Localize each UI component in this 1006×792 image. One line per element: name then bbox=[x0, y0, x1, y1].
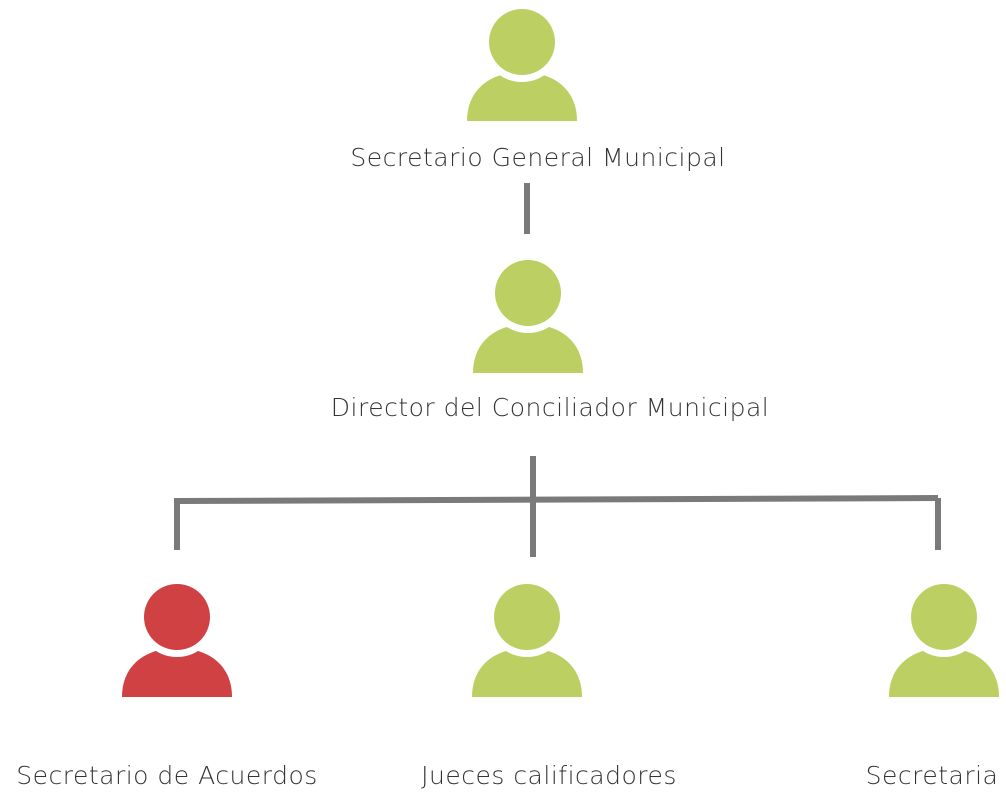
person-icon-jueces bbox=[472, 577, 582, 697]
label-secretario-acuerdos: Secretario de Acuerdos bbox=[16, 761, 318, 790]
connectors bbox=[174, 183, 941, 557]
connector-horizontal-bar bbox=[175, 495, 939, 504]
person-icon-secretaria bbox=[889, 577, 999, 697]
person-icon-secretario-general bbox=[467, 2, 577, 121]
person-icon-secretario-acuerdos bbox=[122, 577, 232, 697]
label-secretario-general: Secretario General Municipal bbox=[350, 143, 726, 172]
label-secretaria: Secretaria bbox=[865, 761, 999, 790]
person-icon-director bbox=[473, 253, 583, 373]
label-jueces: Jueces calificadores bbox=[421, 761, 677, 790]
label-director: Director del Conciliador Municipal bbox=[330, 393, 770, 422]
